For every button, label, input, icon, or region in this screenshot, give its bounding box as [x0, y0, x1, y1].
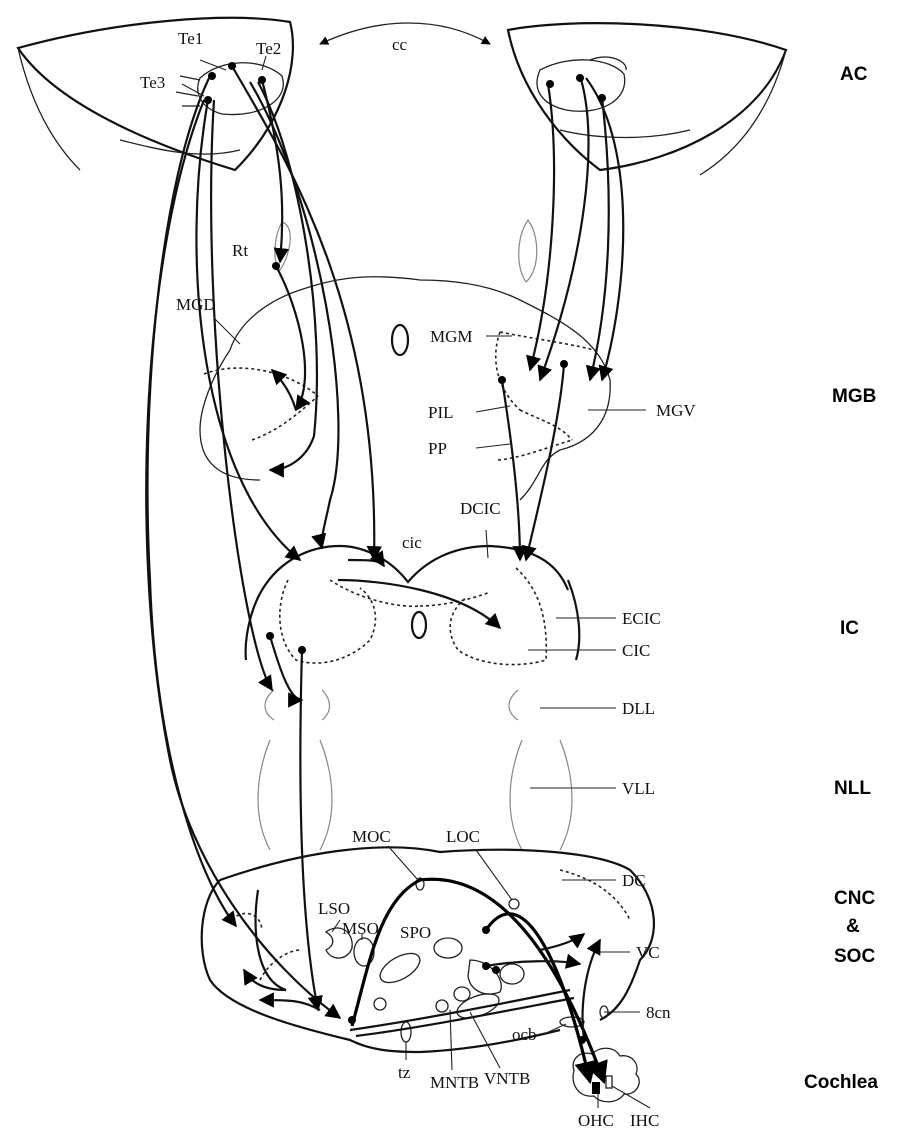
level-amp: &	[846, 916, 860, 937]
label-cic-small: cic	[402, 533, 422, 552]
label-mntb: MNTB	[430, 1073, 479, 1092]
label-ohc: OHC	[578, 1111, 614, 1130]
cerebral-aqueduct	[412, 612, 426, 638]
level-soc: SOC	[834, 946, 875, 967]
label-dcic: DCIC	[460, 499, 501, 518]
leader-lines	[182, 56, 650, 1108]
left-cortex	[18, 18, 293, 170]
label-rt: Rt	[232, 241, 248, 260]
label-ecic: ECIC	[622, 609, 661, 628]
level-mgb: MGB	[832, 386, 876, 407]
level-cnc: CNC	[834, 888, 875, 909]
mgb-dotted-subdivisions	[204, 332, 600, 460]
label-mgd: MGD	[176, 295, 216, 314]
label-loc: LOC	[446, 827, 480, 846]
label-mgm: MGM	[430, 327, 473, 346]
right-reticular-nucleus	[519, 220, 537, 282]
label-moc: MOC	[352, 827, 391, 846]
label-lso: LSO	[318, 899, 350, 918]
label-vll: VLL	[622, 779, 655, 798]
lateral-lemniscus-outline	[258, 690, 572, 850]
label-pil: PIL	[428, 403, 454, 422]
label-8cn: 8cn	[646, 1003, 671, 1022]
label-tz: tz	[398, 1063, 411, 1082]
level-nll: NLL	[834, 778, 871, 799]
label-dc: DC	[622, 871, 646, 890]
level-labels: AC MGB IC NLL CNC & SOC Cochlea	[804, 64, 878, 1093]
label-spo: SPO	[400, 923, 431, 942]
label-mso: MSO	[342, 919, 379, 938]
level-cochlea: Cochlea	[804, 1072, 878, 1093]
label-dll: DLL	[622, 699, 655, 718]
label-pp: PP	[428, 439, 447, 458]
third-ventricle-upper	[392, 325, 408, 355]
label-te1: Te1	[178, 29, 203, 48]
label-vc: VC	[636, 943, 660, 962]
label-vntb: VNTB	[484, 1069, 530, 1088]
level-ac: AC	[840, 64, 868, 85]
label-cc: cc	[392, 35, 408, 54]
soma-dots	[204, 62, 606, 1044]
inferior-colliculus-outline	[246, 546, 580, 665]
thalamus-outline	[200, 277, 610, 500]
label-ihc: IHC	[630, 1111, 659, 1130]
label-cic: CIC	[622, 641, 650, 660]
label-te3: Te3	[140, 73, 165, 92]
trapezoid-body-fibers	[350, 990, 574, 1036]
label-te2: Te2	[256, 39, 281, 58]
descending-pathways	[146, 66, 623, 1018]
label-ocb: ocb	[512, 1025, 537, 1044]
level-ic: IC	[840, 618, 859, 639]
label-mgv: MGV	[656, 401, 696, 420]
